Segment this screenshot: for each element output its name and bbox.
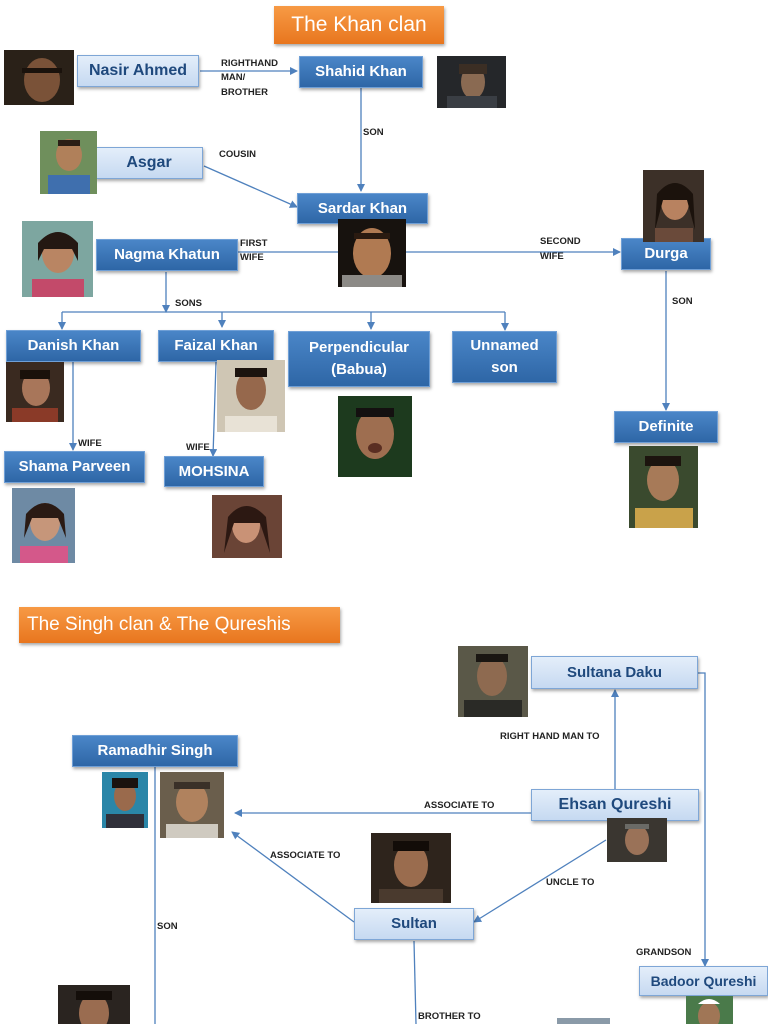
edge-asgar-sardar — [203, 165, 298, 208]
portrait-badoor-qureshi — [686, 996, 733, 1024]
label-grandson: GRANDSON — [636, 947, 692, 958]
portrait-sultan-brother — [557, 1018, 610, 1024]
node-nasir-ahmed: Nasir Ahmed — [77, 55, 199, 87]
portrait-sultan — [371, 833, 451, 903]
portrait-mohsina — [212, 495, 282, 558]
portrait-shama-parveen — [12, 488, 75, 563]
portrait-ramadhir-young — [102, 772, 148, 828]
node-ramadhir-singh: Ramadhir Singh — [72, 735, 238, 767]
label-man: MAN/ — [221, 72, 246, 83]
label-second-wife: WIFE — [540, 251, 564, 262]
edge-ehsan-sultan — [473, 839, 607, 923]
portrait-danish-khan — [6, 362, 64, 422]
portrait-ramadhir-singh — [160, 772, 224, 838]
portrait-durga — [643, 170, 704, 242]
label-cousin: COUSIN — [219, 149, 256, 160]
node-ehsan-qureshi: Ehsan Qureshi — [531, 789, 699, 821]
label-first: FIRST — [240, 238, 268, 249]
portrait-ramadhir-son — [58, 985, 130, 1024]
label-associate-to-sultan: ASSOCIATE TO — [270, 850, 341, 861]
node-definite: Definite — [614, 411, 718, 443]
node-sardar-khan: Sardar Khan — [297, 193, 428, 224]
node-durga: Durga — [621, 238, 711, 270]
edge-sultan-brother — [413, 940, 417, 1024]
node-sultan: Sultan — [354, 908, 474, 940]
node-mohsina: MOHSINA — [164, 456, 264, 487]
label-wife-danish: WIFE — [78, 438, 102, 449]
label-son-durga: SON — [672, 296, 693, 307]
label-second: SECOND — [540, 236, 581, 247]
node-sultana-daku: Sultana Daku — [531, 656, 698, 689]
edge-sultan-ramadhir — [231, 831, 355, 923]
node-faizal-khan: Faizal Khan — [158, 330, 274, 362]
portrait-sardar-khan — [338, 219, 406, 287]
node-asgar: Asgar — [95, 147, 203, 179]
edge-faizal-mohsina — [209, 361, 218, 457]
node-nagma-khatun: Nagma Khatun — [96, 239, 238, 271]
khan-clan-title: The Khan clan — [274, 6, 444, 44]
label-brother-to: BROTHER TO — [418, 1011, 481, 1022]
portrait-definite — [629, 446, 698, 528]
label-right-hand-man-to: RIGHT HAND MAN TO — [500, 731, 600, 742]
portrait-shahid-khan — [437, 56, 506, 108]
label-wife-faizal: WIFE — [186, 442, 210, 453]
node-shahid-khan: Shahid Khan — [299, 56, 423, 88]
label-associate-to-ehsan: ASSOCIATE TO — [424, 800, 495, 811]
label-son-ramadhir: SON — [157, 921, 178, 932]
label-first-wife: WIFE — [240, 252, 264, 263]
label-sons: SONS — [175, 298, 202, 309]
singh-clan-title: The Singh clan & The Qureshis — [19, 607, 340, 643]
node-danish-khan: Danish Khan — [6, 330, 141, 362]
portrait-sultana-daku — [458, 646, 528, 717]
label-son-shahid: SON — [363, 127, 384, 138]
node-badoor-qureshi: Badoor Qureshi — [639, 966, 768, 996]
node-perpendicular: Perpendicular (Babua) — [288, 331, 430, 387]
node-shama-parveen: Shama Parveen — [4, 451, 145, 483]
node-unnamed-son: Unnamed son — [452, 331, 557, 383]
label-uncle-to: UNCLE TO — [546, 877, 595, 888]
portrait-asgar — [40, 131, 97, 194]
label-brother: BROTHER — [221, 87, 268, 98]
portrait-faizal-khan — [217, 360, 285, 432]
portrait-nasir-ahmed — [4, 50, 74, 105]
label-righthand: RIGHTHAND — [221, 58, 278, 69]
portrait-ehsan-qureshi — [607, 818, 667, 862]
edge-sultana-badoor — [698, 672, 709, 967]
portrait-nagma-khatun — [22, 221, 93, 297]
portrait-perpendicular — [338, 396, 412, 477]
